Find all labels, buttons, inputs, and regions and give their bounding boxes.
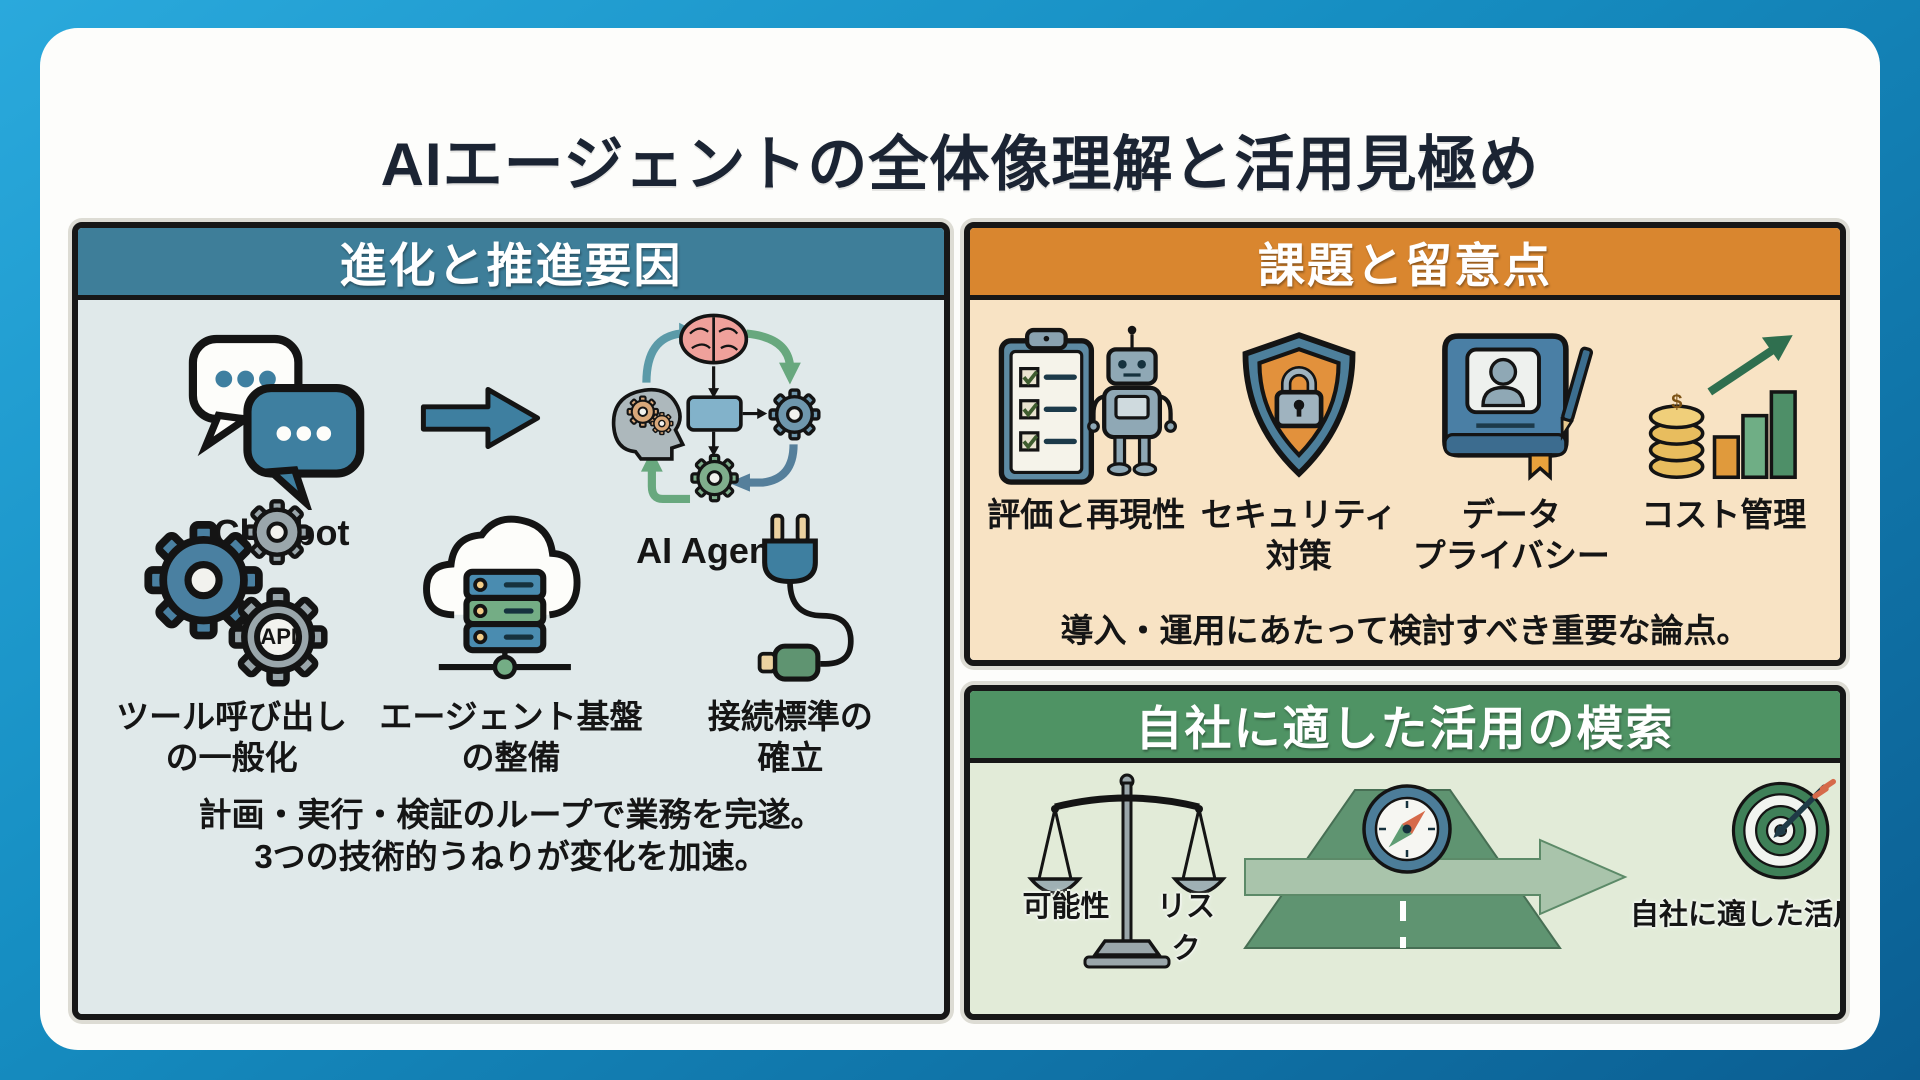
challenges-summary: 導入・運用にあたって検討すべき重要な論点。 bbox=[1060, 612, 1750, 649]
challenge-security: セキュリティ 対策 bbox=[1193, 316, 1405, 576]
challenges-panel: 課題と留意点 bbox=[964, 222, 1846, 666]
challenges-panel-header: 課題と留意点 bbox=[970, 228, 1840, 300]
chatbot-block: Chatbot bbox=[182, 328, 382, 554]
compass-glyph bbox=[1362, 784, 1452, 874]
cost-coins-chart-icon: $ bbox=[1641, 316, 1807, 494]
evolution-panel-body: Chatbot bbox=[78, 300, 944, 1014]
road-compass-icon bbox=[1243, 784, 1628, 949]
challenge-label-line2: プライバシー bbox=[1412, 537, 1610, 574]
coin-dollar-symbol: $ bbox=[1671, 391, 1683, 414]
driver-agent-infra: エージェント基盤 の整備 bbox=[375, 495, 647, 778]
target-dart-icon bbox=[1731, 778, 1837, 880]
exploration-panel-header: 自社に適した活用の模索 bbox=[970, 691, 1840, 763]
evolution-summary-line2: 3つの技術的うねりが変化を加速。 bbox=[254, 838, 768, 875]
chatbot-to-agent-flow: Chatbot bbox=[78, 300, 944, 572]
exploration-panel-body: 可能性 リスク bbox=[970, 763, 1840, 1014]
challenge-label-line1: セキュリティ bbox=[1200, 496, 1397, 533]
evolution-summary-line1: 計画・実行・検証のループで業務を完遂。 bbox=[198, 796, 824, 833]
exploration-panel: 自社に適した活用の模索 可能性 リスク bbox=[964, 685, 1846, 1020]
exploration-summary: 市場急成長の中、技術の可能性とリスクを正しく理解し、 自社に最適な形で活用を進め… bbox=[970, 1019, 1840, 1020]
driver-label-line1: ツール呼び出し bbox=[116, 698, 348, 735]
challenge-cost: $ コスト管理 bbox=[1618, 316, 1830, 535]
chat-bubbles-icon bbox=[188, 334, 364, 510]
evolution-panel: 進化と推進要因 Chatbot bbox=[72, 222, 950, 1020]
drivers-row: API ツール呼び出し の一般化 bbox=[78, 572, 944, 778]
driver-label-line2: の整備 bbox=[461, 739, 561, 776]
driver-label-line2: の一般化 bbox=[165, 739, 298, 776]
challenge-label-line1: データ bbox=[1461, 496, 1561, 533]
exploration-summary-line1: 市場急成長の中、技術の可能性とリスクを正しく理解し、 bbox=[970, 1019, 1840, 1020]
balance-scale-icon bbox=[1027, 773, 1227, 969]
security-shield-lock-icon bbox=[1235, 316, 1363, 494]
page-title: AIエージェントの全体像理解と活用見極め bbox=[380, 131, 1540, 198]
evolution-panel-header: 進化と推進要因 bbox=[78, 228, 944, 300]
challenges-items-row: 評価と再現性 セキュリティ 対策 bbox=[970, 300, 1840, 600]
data-privacy-book-icon bbox=[1427, 316, 1595, 494]
driver-label-line1: エージェント基盤 bbox=[379, 698, 643, 735]
right-arrow-icon bbox=[420, 386, 540, 450]
goal-label: 自社に適した活用 bbox=[1629, 899, 1846, 931]
challenge-privacy: データ プライバシー bbox=[1405, 316, 1617, 576]
driver-tool-calling: API ツール呼び出し の一般化 bbox=[96, 491, 368, 778]
api-badge-label: API bbox=[260, 624, 297, 649]
challenges-panel-title: 課題と留意点 bbox=[1258, 239, 1552, 292]
evolution-summary: 計画・実行・検証のループで業務を完遂。 3つの技術的うねりが変化を加速。 bbox=[78, 794, 944, 878]
brain-glyph bbox=[678, 313, 748, 365]
gears-api-icon: API bbox=[134, 491, 330, 692]
exploration-panel-title: 自社に適した活用の模索 bbox=[1135, 702, 1675, 755]
challenge-evaluation: 評価と再現性 bbox=[980, 316, 1192, 535]
scale-left-label: 可能性 bbox=[1022, 891, 1110, 923]
ai-agent-label: AI Agent bbox=[636, 530, 783, 571]
evaluation-checklist-robot-icon bbox=[995, 316, 1178, 494]
ai-agent-loop-icon bbox=[611, 313, 821, 504]
challenge-label-line1: 評価と再現性 bbox=[987, 496, 1186, 533]
driver-connection-standard: 接続標準の 確立 bbox=[654, 509, 926, 778]
ai-agent-block: AI Agent bbox=[579, 310, 841, 572]
challenge-label-line1: コスト管理 bbox=[1641, 496, 1807, 533]
challenges-panel-body: 評価と再現性 セキュリティ 対策 bbox=[970, 300, 1840, 660]
evolution-panel-title: 進化と推進要因 bbox=[339, 239, 683, 292]
scale-right-label: リスク bbox=[1156, 891, 1215, 965]
driver-label-line2: 確立 bbox=[757, 739, 824, 776]
plug-icon bbox=[714, 509, 866, 692]
driver-label-line1: 接続標準の bbox=[707, 698, 873, 735]
forward-arrow-shape bbox=[1244, 838, 1628, 916]
challenge-label-line2: 対策 bbox=[1265, 537, 1332, 574]
cloud-server-icon bbox=[411, 495, 611, 692]
